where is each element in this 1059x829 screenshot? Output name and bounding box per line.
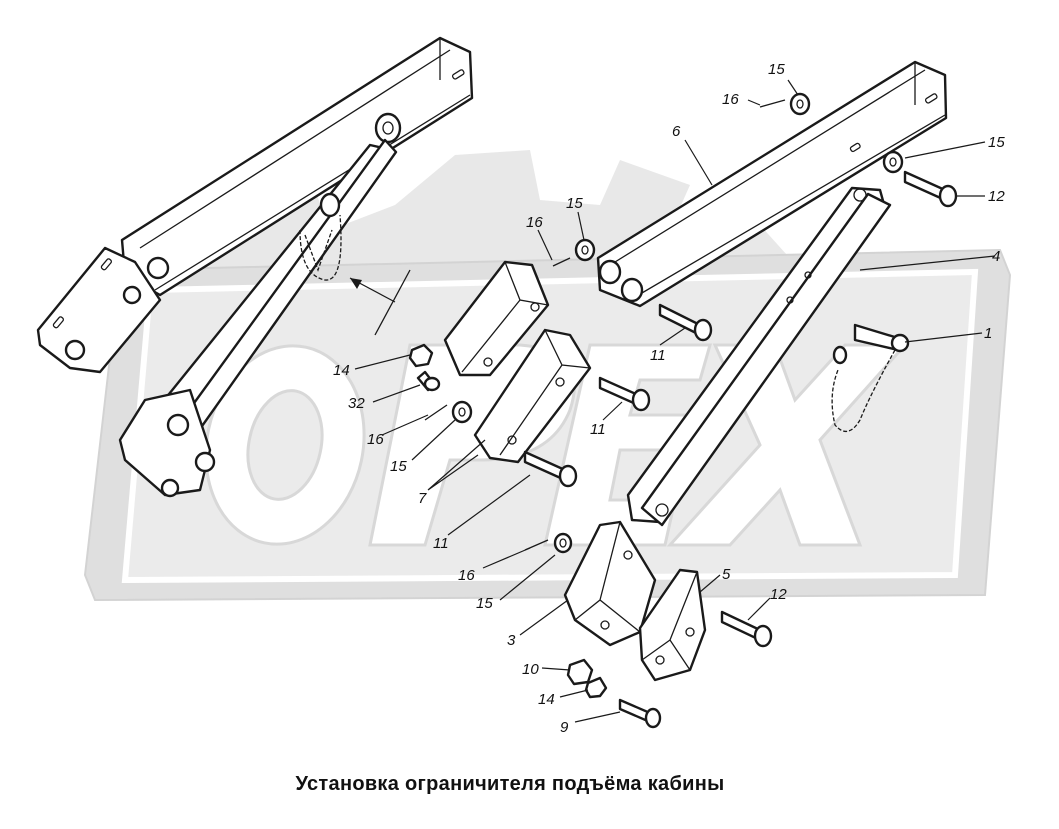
lower-brackets [563, 520, 707, 682]
callout-15-right: 15 [988, 134, 1005, 151]
callout-15-bottom: 15 [476, 595, 493, 612]
leader-lines [354, 79, 996, 723]
callout-6: 6 [672, 123, 681, 140]
callout-14-left: 14 [333, 362, 350, 379]
callout-32: 32 [348, 395, 365, 412]
callout-15-left: 15 [390, 458, 407, 475]
callout-12-right: 12 [988, 188, 1005, 205]
callout-1: 1 [984, 325, 992, 342]
callout-3: 3 [507, 632, 516, 649]
left-assembly [36, 36, 474, 498]
diagram-caption: Установка ограничителя подъёма кабины [295, 773, 725, 795]
left-end-bracket [36, 246, 162, 374]
pin-1 [831, 323, 910, 432]
callout-5: 5 [722, 566, 731, 583]
callout-10: 10 [522, 661, 539, 678]
watermark-o-hole [246, 389, 324, 501]
callout-7: 7 [418, 490, 427, 507]
center-brackets [443, 260, 592, 464]
right-beam-6 [596, 60, 948, 308]
callout-11-c: 11 [433, 535, 449, 552]
callout-15-top: 15 [768, 61, 785, 78]
callout-16-top: 16 [722, 91, 739, 108]
callout-12-bottom: 12 [770, 586, 787, 603]
callout-16-bottom: 16 [458, 567, 475, 584]
right-link-4 [626, 186, 892, 527]
bracket-3 [563, 520, 657, 647]
callout-4: 4 [992, 248, 1000, 265]
callout-11-b: 11 [590, 421, 606, 438]
callout-14-bottom: 14 [538, 691, 555, 708]
callout-15-center: 15 [566, 195, 583, 212]
callout-9: 9 [560, 719, 569, 736]
callout-16-center: 16 [526, 214, 543, 231]
fasteners [408, 92, 958, 729]
bracket-5 [638, 568, 707, 682]
callout-11-a: 11 [650, 347, 666, 364]
callout-16-left: 16 [367, 431, 384, 448]
callouts: 15 16 6 15 12 16 15 4 1 11 11 14 32 16 1… [333, 61, 1005, 736]
